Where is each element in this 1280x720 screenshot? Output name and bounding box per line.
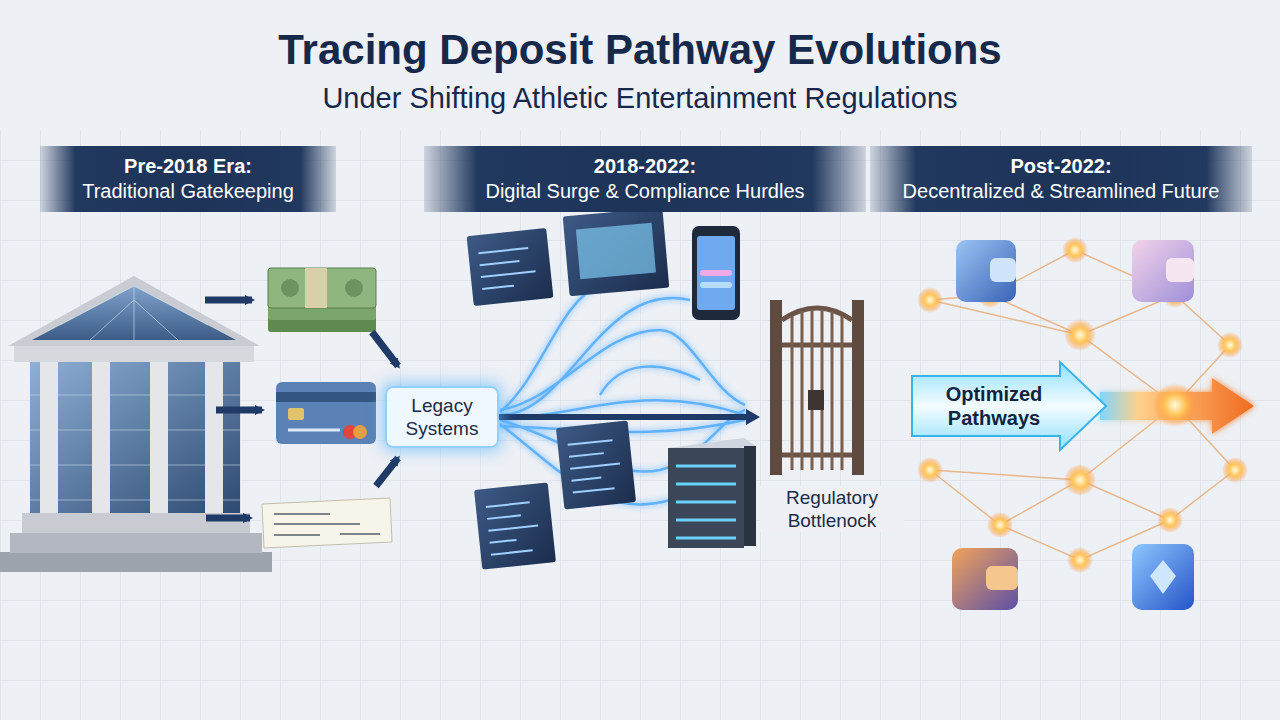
node-heading: Optimized Pathways	[926, 382, 1062, 430]
grid	[0, 130, 1280, 720]
node-body: Traditional Gatekeeping	[82, 179, 294, 204]
server-rack	[668, 438, 756, 548]
arrow-head	[746, 409, 760, 425]
screen-panel	[563, 208, 670, 296]
node-heading: Pre-2018 Era:	[124, 154, 252, 179]
orange-flow-arrow	[1100, 378, 1254, 434]
node-body: Digital Surge & Compliance Hurdles	[485, 179, 804, 204]
era-header-band: Post-2022:Decentralized & Streamlined Fu…	[870, 146, 1252, 212]
digital-wallet	[1132, 544, 1194, 610]
smartphone	[692, 226, 740, 320]
credit-card	[276, 382, 376, 444]
node-heading: Post-2022:	[1010, 154, 1111, 179]
digital-wallet	[1132, 240, 1194, 302]
paper-check	[262, 498, 392, 548]
era-header-band: Pre-2018 Era:Traditional Gatekeeping	[40, 146, 336, 212]
code-panel	[467, 228, 554, 306]
digital-wallet	[952, 548, 1018, 610]
gate-node: Regulatory Bottlenock	[760, 292, 904, 536]
node-heading: Legacy Systems	[393, 394, 491, 440]
node-heading: 2018-2022:	[594, 154, 696, 179]
diagram-title: Tracing Deposit Pathway Evolutions	[0, 26, 1280, 74]
digital-wallet	[956, 240, 1016, 302]
code-panel	[474, 482, 556, 569]
arrow-outline	[912, 362, 1106, 450]
source-arrows	[205, 300, 398, 518]
node-body: Decentralized & Streamlined Future	[903, 179, 1220, 204]
arrow-shape-node: Optimized Pathways	[912, 362, 1106, 450]
node-heading: Regulatory Bottlenock	[760, 486, 904, 532]
code-panel	[556, 420, 636, 509]
bank-building	[0, 276, 272, 572]
connector-arrow	[499, 414, 748, 420]
subtitle-text: Under Shifting Athletic Entertainment Re…	[0, 82, 1280, 115]
era-header-band: 2018-2022:Digital Surge & Compliance Hur…	[424, 146, 866, 212]
iron-gate	[770, 300, 864, 475]
cash-stack	[268, 268, 376, 332]
process-box: Legacy Systems	[385, 386, 499, 448]
arrow-body	[912, 362, 1106, 450]
